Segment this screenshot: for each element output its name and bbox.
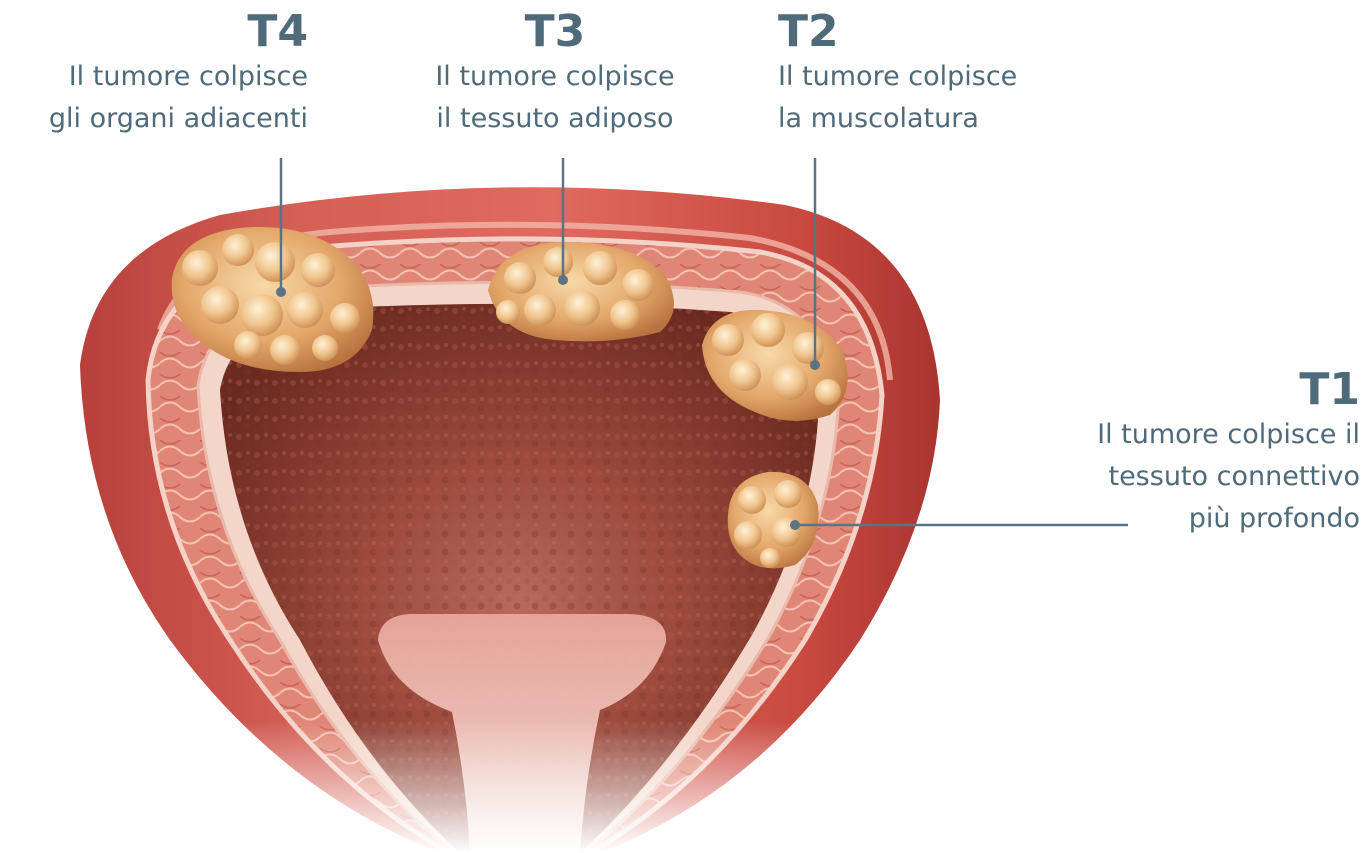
stage-desc-t1-line3: più profondo: [1030, 498, 1360, 540]
bottom-fade: [0, 560, 1370, 853]
stage-title-t3: T3: [405, 8, 705, 56]
stage-desc-t4-line2: gli organi adiacenti: [8, 98, 308, 140]
stage-title-t2: T2: [778, 8, 1078, 56]
label-t4: T4 Il tumore colpisce gli organi adiacen…: [8, 8, 308, 140]
leader-dot-t4: [276, 287, 286, 297]
stage-title-t4: T4: [8, 8, 308, 56]
leader-dot-t3: [558, 275, 568, 285]
tumor-t1: [728, 472, 819, 568]
stage-desc-t1-line1: Il tumore colpisce il: [1030, 414, 1360, 456]
stage-desc-t2-line1: Il tumore colpisce: [778, 56, 1078, 98]
label-t1: T1 Il tumore colpisce il tessuto connett…: [1030, 366, 1360, 540]
label-t2: T2 Il tumore colpisce la muscolatura: [778, 8, 1078, 140]
stage-desc-t3-line2: il tessuto adiposo: [405, 98, 705, 140]
stage-desc-t4-line1: Il tumore colpisce: [8, 56, 308, 98]
leader-dot-t2: [810, 360, 820, 370]
stage-desc-t3-line1: Il tumore colpisce: [405, 56, 705, 98]
stage-desc-t2-line2: la muscolatura: [778, 98, 1078, 140]
leader-dot-t1: [790, 520, 800, 530]
label-t3: T3 Il tumore colpisce il tessuto adiposo: [405, 8, 705, 140]
stage-title-t1: T1: [1030, 366, 1360, 414]
stage-desc-t1-line2: tessuto connettivo: [1030, 456, 1360, 498]
